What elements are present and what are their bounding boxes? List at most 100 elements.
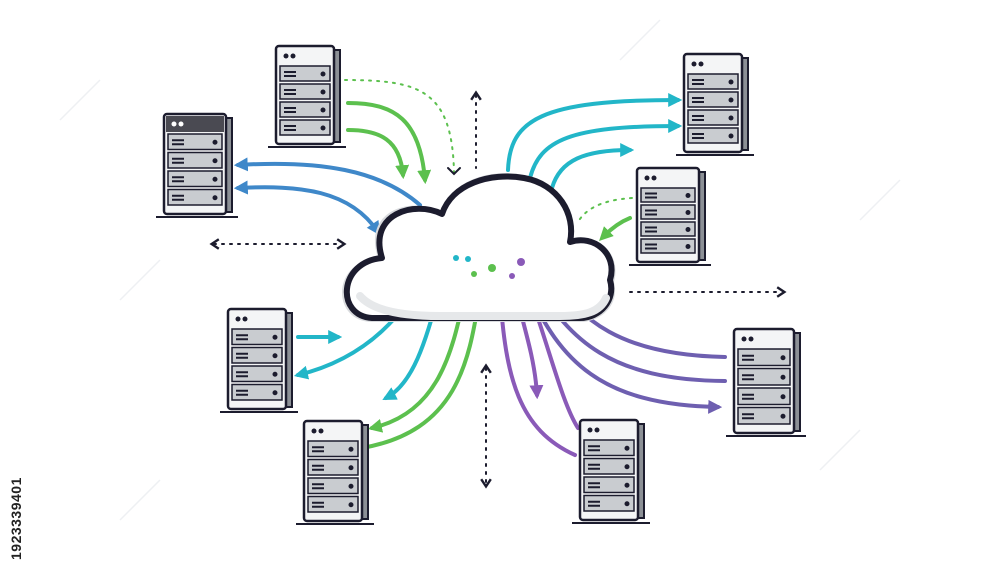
server-bay-led [212,158,218,164]
server-bay-led [348,465,354,471]
server-bay [687,91,739,108]
server-bay [583,439,635,457]
watermark-pattern [59,19,901,521]
server-bay-led [624,464,630,470]
cloud-particle [517,258,525,266]
server-bay [231,328,283,346]
server-led [698,61,704,67]
server-icon [268,44,346,148]
server-led [748,336,754,342]
server-bay-led [212,139,218,145]
blue-arrow-upper [233,157,422,207]
dotted-arrow-top-chevron [447,167,461,176]
server-led [318,428,324,434]
server-bay [687,109,739,126]
server-bay-led [685,244,691,249]
server-bay-led [272,353,278,359]
server-bay-led [624,482,630,488]
cloud-inner-shade [356,292,610,320]
server-led [651,175,657,181]
dotted-arrow-green-right [577,197,633,223]
cloud-body [344,173,615,321]
server-bay [737,367,791,386]
server-bay [737,387,791,406]
server-bay [737,406,791,425]
server-bay [231,365,283,383]
server-bay-led [780,394,786,400]
server-bay [687,127,739,144]
server-bay [167,151,223,169]
green-arrow-right-small [599,216,632,241]
server-bay-led [685,193,691,198]
server-bay [307,440,359,458]
server-bay-led [685,227,691,232]
server-bay [307,458,359,476]
teal-arrow-3 [550,143,635,190]
server-icon [629,166,711,266]
server-top-panel [639,170,697,186]
server-icon [156,112,238,218]
server-bay-led [728,79,734,85]
server-bay [279,119,331,136]
server-bay [279,83,331,100]
server-led [311,428,317,434]
server-bay-led [212,176,218,182]
cloud-particle [453,255,459,261]
server-icon [726,327,806,437]
server-bay-led [348,502,354,508]
server-bay-led [272,371,278,377]
server-bay [279,65,331,82]
server-led [235,316,241,322]
server-bay-led [728,133,734,139]
cloud-icon [341,173,616,322]
server-bay-led [272,390,278,396]
server-bay-led [272,334,278,340]
server-bay [583,476,635,494]
server-led [741,336,747,342]
server-top-panel [230,311,284,327]
server-bay [307,477,359,495]
server-led [290,53,296,59]
server-bay-led [212,195,218,201]
image-id-text: 1923339401 [8,477,24,560]
server-bay-led [320,125,326,131]
servers-group [156,44,806,525]
cloud-particle [488,264,496,272]
server-led [283,53,289,59]
server-bay-led [348,446,354,452]
server-bay-led [320,71,326,77]
cloud-particle [471,271,477,277]
server-bay [231,383,283,401]
cloud-particle [465,256,471,262]
server-top-panel [582,422,636,438]
server-bay-led [780,374,786,380]
server-led [691,61,697,67]
server-bay-led [624,445,630,451]
server-led [644,175,650,181]
blue-arrow-lower [233,180,381,236]
server-led [178,121,184,127]
server-bay-led [348,483,354,489]
server-icon [572,418,650,524]
server-bay [583,494,635,512]
server-top-panel [686,56,740,72]
server-bay-led [624,501,630,507]
server-bay [307,495,359,513]
server-led [171,121,177,127]
server-top-panel [278,48,332,64]
teal-arrow-1 [506,93,683,172]
server-led [594,427,600,433]
teal-arrow-2 [528,119,683,180]
server-bay [737,348,791,367]
green-arrow-1 [346,101,432,185]
server-led [587,427,593,433]
server-top-panel [736,331,792,347]
server-bay-led [728,115,734,121]
server-top-panel [306,423,360,439]
cloud-particle [509,273,515,279]
server-top-panel [166,116,224,132]
server-bay [167,188,223,206]
server-bay [279,101,331,118]
server-icon [220,307,298,413]
